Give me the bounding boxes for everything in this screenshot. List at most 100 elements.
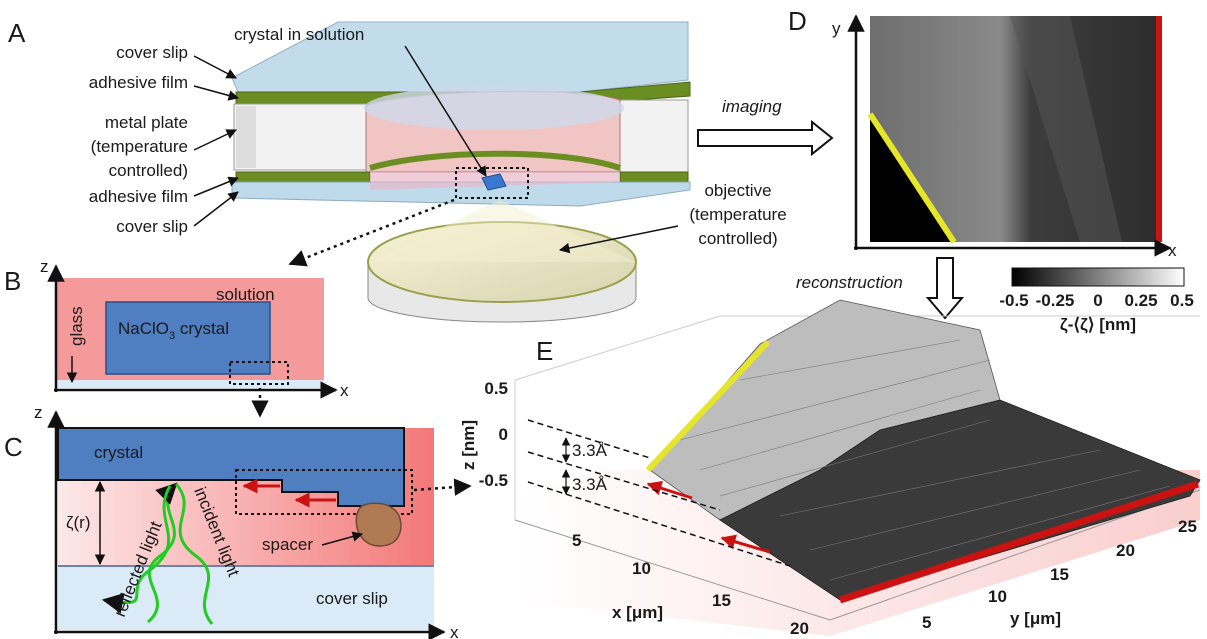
mesh-line (829, 485, 1171, 581)
crystal-cube (481, 173, 507, 191)
metal-plate-right (619, 99, 689, 173)
zoom-box-c (235, 469, 413, 515)
reconstruction-arrow-shape (925, 257, 965, 320)
panel-e: E 3.3Å (459, 299, 1201, 638)
label-glass: glass (67, 306, 86, 346)
label-cover-slip-c: cover slip (316, 589, 388, 608)
arrow-crystal-in-solution (404, 45, 487, 177)
mesh-line (739, 339, 961, 381)
y-axis-label: y [μm] (1010, 609, 1061, 628)
label-controlled: controlled) (109, 161, 188, 180)
label-reconstruction: reconstruction (796, 273, 903, 292)
label-imaging: imaging (722, 97, 782, 116)
mesh-line (779, 449, 1101, 517)
reconstruction-arrow: reconstruction (796, 257, 965, 320)
colorbar-label: ζ-⟨ζ⟩ [nm] (1060, 315, 1136, 334)
label-crystal-in-solution: crystal in solution (234, 25, 364, 44)
crystal-b (105, 301, 271, 375)
imaging-arrow: imaging (697, 97, 834, 157)
mesh-line (679, 359, 991, 441)
arrow-cover-slip-top (193, 55, 237, 79)
inner-adhesive (369, 150, 621, 171)
grid-line (514, 315, 721, 381)
grid-line (514, 519, 831, 621)
y-tick-4: 25 (1178, 517, 1197, 536)
label-objective-temperature: (temperature (689, 205, 786, 224)
bottom-adhesive-right (619, 171, 689, 183)
y-tick-1: 10 (988, 587, 1007, 606)
z-tick-1: 0 (499, 425, 508, 444)
reflected-light-wave-2 (101, 485, 172, 614)
x-tick-3: 20 (790, 619, 809, 638)
panel-b-letter: B (4, 266, 21, 296)
y-tick-3: 20 (1116, 541, 1135, 560)
colorbar-tick-4: 0.5 (1170, 291, 1194, 310)
x-axis-label: x [μm] (612, 603, 663, 622)
axis-x-label-c: x (450, 623, 459, 639)
label-zeta: ζ(r) (66, 513, 90, 532)
reference-line-e (838, 480, 1200, 604)
label-adhesive-top: adhesive film (89, 73, 188, 92)
label-cover-slip-top: cover slip (116, 43, 188, 62)
colorbar-tick-2: 0 (1093, 291, 1102, 310)
zoom-box-b (229, 361, 289, 385)
axis-y-label-d: y (832, 19, 841, 38)
step-label-2: 3.3Å (572, 475, 608, 494)
mesh-line (719, 419, 991, 497)
level-line-1 (527, 419, 651, 459)
step-arrow-e2 (720, 534, 771, 554)
zoom-box-a (455, 167, 529, 199)
label-objective: objective (704, 181, 771, 200)
zoom-arrow-a-to-b (288, 198, 455, 267)
panel-d: D y x -0.5 -0.25 0 0.25 0.5 ζ-⟨ζ⟩ [nm] (788, 6, 1194, 334)
surface-mesh (679, 339, 1171, 581)
mesh-line (809, 469, 1141, 551)
axis-z-label-c: z (34, 403, 43, 422)
panel-a-letter: A (8, 18, 26, 48)
label-cover-slip-bottom: cover slip (116, 217, 188, 236)
bottom-adhesive-left (235, 171, 371, 183)
z-tick-0: 0.5 (484, 379, 508, 398)
incident-light-wave (174, 482, 214, 625)
objective-cone (370, 200, 636, 262)
panel-a: A cover slip adhesive film metal plate ( (8, 18, 787, 323)
label-metal-plate: metal plate (105, 113, 188, 132)
axis-x-label-d: x (1168, 241, 1177, 260)
glass-region-b (56, 380, 324, 388)
level-line-3 (527, 481, 791, 567)
panel-c-letter: C (4, 432, 23, 462)
panel-d-letter: D (788, 6, 807, 36)
level-line-2 (527, 451, 721, 511)
label-objective-controlled: controlled) (698, 229, 777, 248)
label-crystal-c: crystal (94, 443, 143, 462)
spacer-particle (355, 502, 402, 547)
step-label-1: 3.3Å (572, 441, 608, 460)
crystal-c (57, 427, 405, 507)
arrow-metal-plate (193, 129, 237, 151)
colorbar-tick-3: 0.25 (1124, 291, 1157, 310)
axis-x-label-b: x (340, 381, 349, 400)
label-naclo3: NaClO3 crystal (118, 319, 229, 342)
colorbar-tick-1: -0.25 (1036, 291, 1075, 310)
label-spacer: spacer (262, 535, 313, 554)
step-band (1010, 16, 1122, 242)
imaging-arrow-shape (697, 119, 834, 157)
label-adhesive-bottom: adhesive film (89, 187, 188, 206)
axis-z-label-b: z (40, 257, 49, 276)
panel-e-letter: E (536, 336, 553, 366)
crystal-edge-line-e (645, 339, 771, 473)
colorbar-tick-0: -0.5 (999, 291, 1028, 310)
reflected-light-wave (146, 482, 178, 624)
colorbar (1011, 267, 1185, 287)
arrow-objective (558, 225, 679, 254)
x-tick-1: 10 (632, 559, 651, 578)
x-tick-0: 5 (572, 531, 581, 550)
top-opening (364, 86, 624, 130)
crystal-edge-line-d (867, 112, 957, 244)
z-tick-2: -0.5 (479, 471, 508, 490)
arrow-spacer (321, 531, 364, 546)
zoom-arrow-c-to-e (413, 478, 472, 496)
metal-plate-left-face (236, 106, 256, 168)
label-solution: solution (216, 285, 275, 304)
